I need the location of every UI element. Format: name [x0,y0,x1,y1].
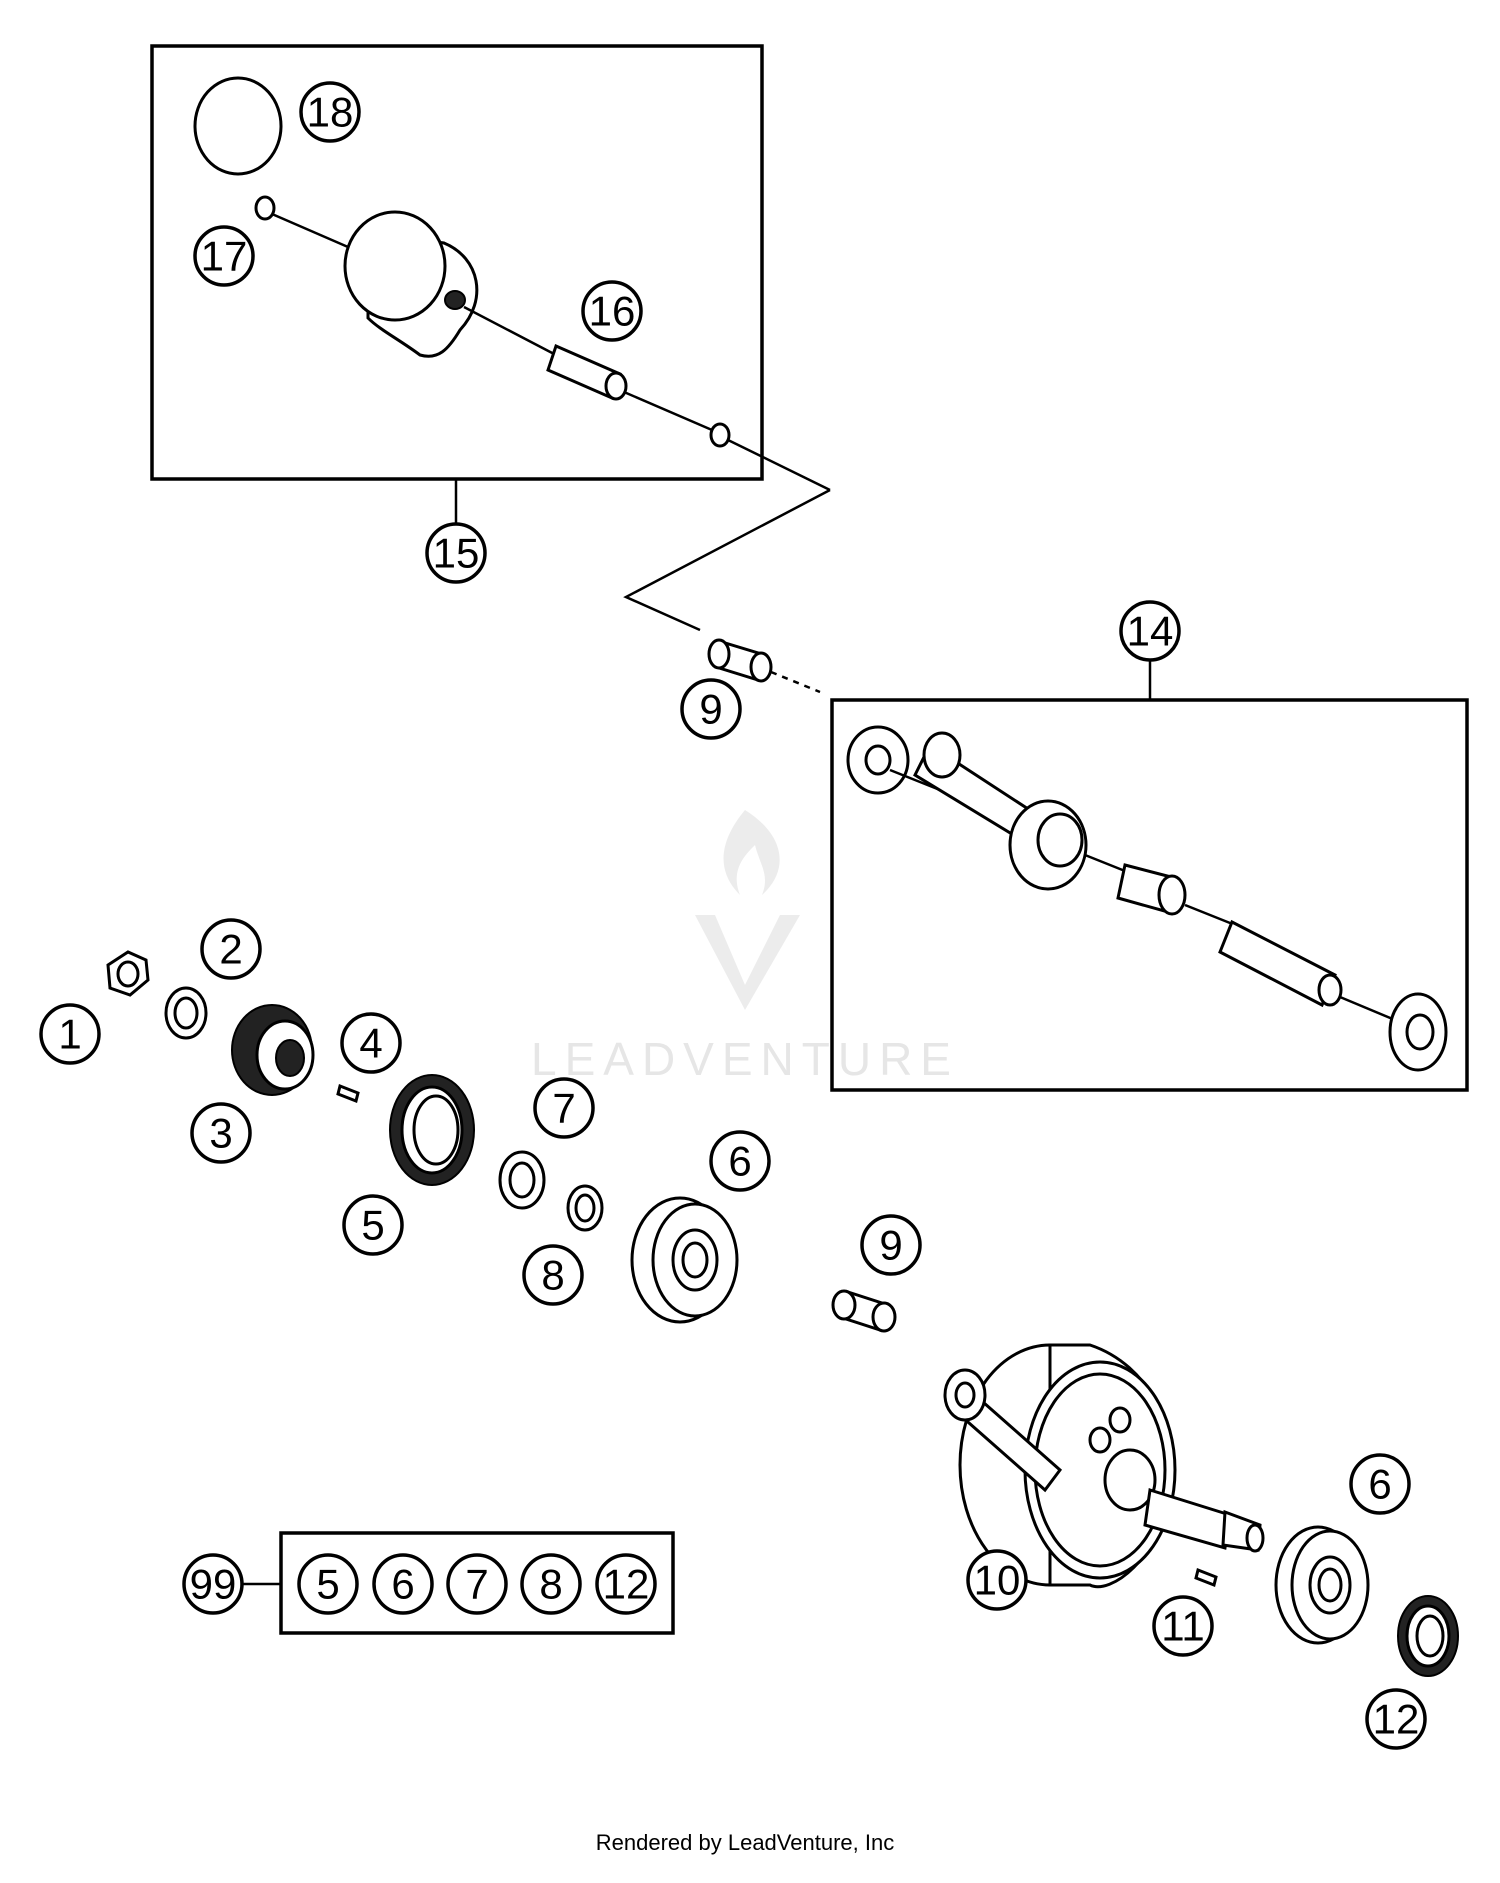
crankshaft-part[interactable] [943,1343,1265,1589]
oil-seal-right-part[interactable] [1397,1595,1459,1677]
callout-15-label: 15 [433,530,480,577]
callout-99[interactable]: 99 [182,1553,244,1615]
callout-1[interactable]: 1 [39,1003,101,1065]
small-end-bearing-part[interactable] [707,638,773,683]
piston-pin-part[interactable] [546,343,628,401]
callout-9-upper-label: 9 [699,686,722,733]
watermark-flame-icon [723,810,780,895]
callout-8[interactable]: 8 [522,1244,584,1306]
callout-10-label: 10 [974,1557,1021,1604]
shim-part[interactable] [498,1150,546,1210]
kit-item-7-label: 7 [465,1561,488,1608]
callout-18-label: 18 [307,89,354,136]
needle-bearing-lower-part[interactable] [831,1289,897,1333]
kit-item-12[interactable]: 12 [595,1553,657,1615]
kit-item-6[interactable]: 6 [372,1553,434,1615]
callout-3-label: 3 [209,1110,232,1157]
callout-8-label: 8 [541,1252,564,1299]
callout-9-lower[interactable]: 9 [860,1214,922,1276]
callout-6-left-label: 6 [728,1138,751,1185]
callout-5[interactable]: 5 [342,1194,404,1256]
kit-item-5-label: 5 [316,1561,339,1608]
kit-item-8-label: 8 [539,1561,562,1608]
nut-part[interactable] [106,950,150,997]
circlip-part-2[interactable] [709,422,731,448]
gear-part[interactable] [231,1004,315,1096]
piston-part[interactable] [343,210,479,358]
circlip-part[interactable] [254,195,276,221]
oil-seal-part[interactable] [389,1074,475,1186]
callout-16-label: 16 [589,288,636,335]
callout-17[interactable]: 17 [193,225,255,287]
kit-item-8[interactable]: 8 [520,1553,582,1615]
callout-7[interactable]: 7 [533,1077,595,1139]
connecting-rod-kit-parts[interactable] [846,725,1448,1072]
callout-2[interactable]: 2 [200,918,262,980]
callout-1-label: 1 [58,1011,81,1058]
main-bearing-right-part[interactable] [1274,1525,1370,1645]
callout-11[interactable]: 11 [1152,1595,1214,1657]
callout-11-label: 11 [1161,1603,1205,1650]
callout-99-label: 99 [190,1561,237,1608]
woodruff-key-2-part[interactable] [1194,1567,1218,1588]
kit-item-7[interactable]: 7 [446,1553,508,1615]
callout-14-label: 14 [1127,608,1174,655]
callout-17-label: 17 [201,233,248,280]
callout-6-right[interactable]: 6 [1349,1453,1411,1515]
callout-12-label: 12 [1373,1696,1420,1743]
callout-6-left[interactable]: 6 [709,1130,771,1192]
callout-18[interactable]: 18 [299,81,361,143]
kit-item-12-label: 12 [603,1561,650,1608]
callout-10[interactable]: 10 [966,1549,1028,1611]
callout-12[interactable]: 12 [1365,1688,1427,1750]
kit-item-6-label: 6 [391,1561,414,1608]
repair-kit-frame [279,1531,675,1635]
callout-14[interactable]: 14 [1119,600,1181,662]
callout-15[interactable]: 15 [425,522,487,584]
kit-item-5[interactable]: 5 [297,1553,359,1615]
callout-4-label: 4 [359,1020,382,1067]
callout-5-label: 5 [361,1202,384,1249]
callout-2-label: 2 [219,926,242,973]
watermark-brand: LEADVENTURE [531,1033,959,1085]
callout-6-right-label: 6 [1368,1461,1391,1508]
watermark: LEADVENTURE [531,810,959,1085]
footer-credit: Rendered by LeadVenture, Inc [596,1830,894,1855]
callout-7-label: 7 [552,1085,575,1132]
shim-small-part[interactable] [566,1184,604,1232]
main-bearing-left-part[interactable] [630,1196,739,1324]
callout-4[interactable]: 4 [340,1012,402,1074]
washer-part[interactable] [164,986,208,1040]
callout-16[interactable]: 16 [581,280,643,342]
callout-9-lower-label: 9 [879,1222,902,1269]
watermark-v-logo-icon [695,915,800,1010]
woodruff-key-part[interactable] [336,1083,360,1104]
piston-ring-part[interactable] [193,76,283,176]
callout-9-upper[interactable]: 9 [680,678,742,740]
callout-3[interactable]: 3 [190,1102,252,1164]
